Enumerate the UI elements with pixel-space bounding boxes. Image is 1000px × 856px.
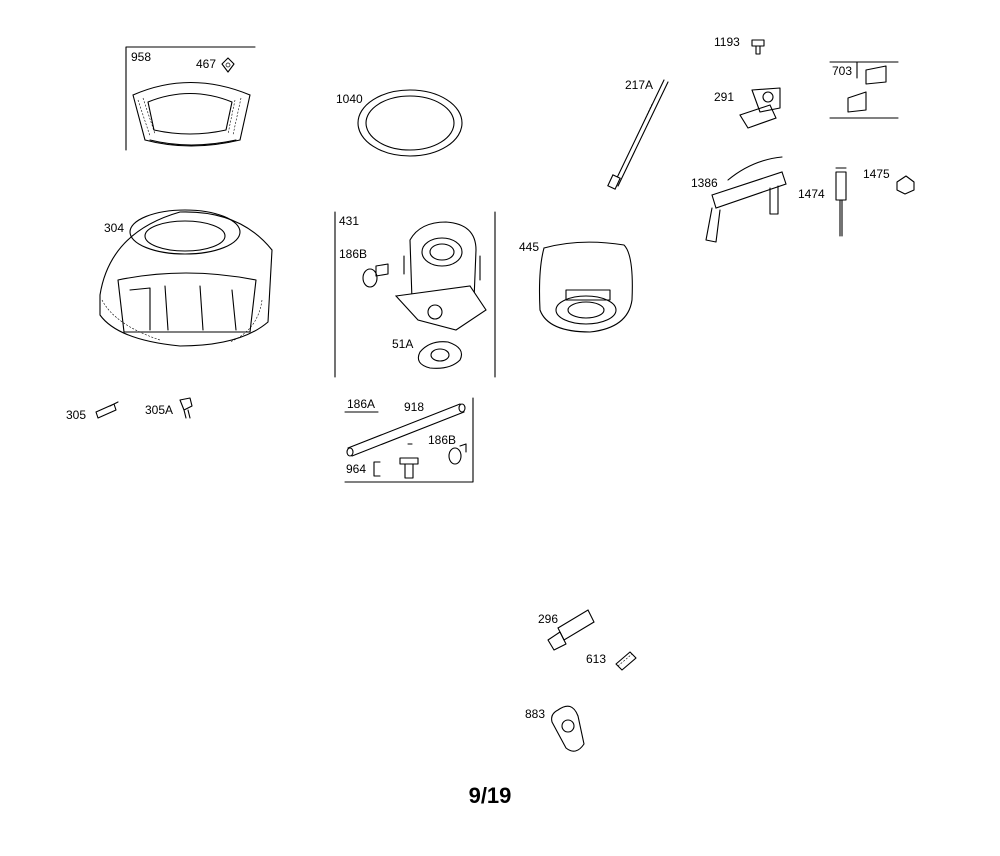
group-box-186A bbox=[344, 397, 474, 483]
label-291: 291 bbox=[714, 90, 735, 104]
part-1474-pin bbox=[835, 167, 847, 237]
label-1386: 1386 bbox=[691, 176, 718, 190]
part-291-bracket bbox=[739, 87, 781, 129]
part-1475-nut bbox=[896, 175, 915, 195]
label-958: 958 bbox=[131, 50, 152, 64]
part-186B-fitting-a bbox=[362, 263, 389, 288]
group-box-958 bbox=[125, 46, 256, 151]
label-1474: 1474 bbox=[798, 187, 825, 201]
label-305: 305 bbox=[66, 408, 87, 422]
part-467-nut bbox=[221, 57, 235, 73]
group-box-703 bbox=[829, 61, 899, 119]
label-964: 964 bbox=[346, 462, 367, 476]
page-number: 9/19 bbox=[468, 783, 512, 808]
part-304-blower-housing bbox=[99, 209, 273, 347]
part-51A-gasket bbox=[417, 341, 463, 369]
label-186A: 186A bbox=[347, 397, 376, 411]
part-296-fitting bbox=[547, 609, 595, 651]
label-703: 703 bbox=[832, 64, 853, 78]
label-186B-b: 186B bbox=[428, 433, 457, 447]
label-186B-a: 186B bbox=[339, 247, 368, 261]
part-613-screw bbox=[615, 651, 637, 671]
label-1040: 1040 bbox=[336, 92, 363, 106]
group-box-431 bbox=[334, 211, 496, 378]
label-304: 304 bbox=[104, 221, 125, 235]
label-1475: 1475 bbox=[863, 167, 890, 181]
label-51A: 51A bbox=[392, 337, 414, 351]
label-296: 296 bbox=[538, 612, 559, 626]
part-186B-fitting-b bbox=[448, 443, 467, 465]
label-1193: 1193 bbox=[714, 35, 740, 49]
label-305A: 305A bbox=[145, 403, 174, 417]
label-445: 445 bbox=[519, 240, 540, 254]
part-958-air-filter bbox=[132, 81, 251, 147]
label-918: 918 bbox=[404, 400, 425, 414]
label-613: 613 bbox=[586, 652, 607, 666]
label-883: 883 bbox=[525, 707, 546, 721]
part-plug bbox=[399, 443, 419, 479]
label-217A: 217A bbox=[625, 78, 654, 92]
part-1386-plate bbox=[705, 156, 787, 243]
part-445-air-cleaner-base bbox=[538, 241, 633, 333]
part-918-tube bbox=[346, 403, 466, 457]
label-431: 431 bbox=[339, 214, 360, 228]
part-305-screw bbox=[95, 401, 119, 419]
part-305A-screw bbox=[179, 397, 193, 419]
part-431-carburetor bbox=[394, 221, 487, 331]
part-1193-screw bbox=[751, 39, 765, 55]
part-883-gasket bbox=[551, 705, 585, 752]
label-467: 467 bbox=[196, 57, 217, 71]
part-1040-ring bbox=[357, 89, 463, 157]
part-217A-rod bbox=[607, 79, 669, 190]
part-964-clamp bbox=[373, 461, 381, 477]
